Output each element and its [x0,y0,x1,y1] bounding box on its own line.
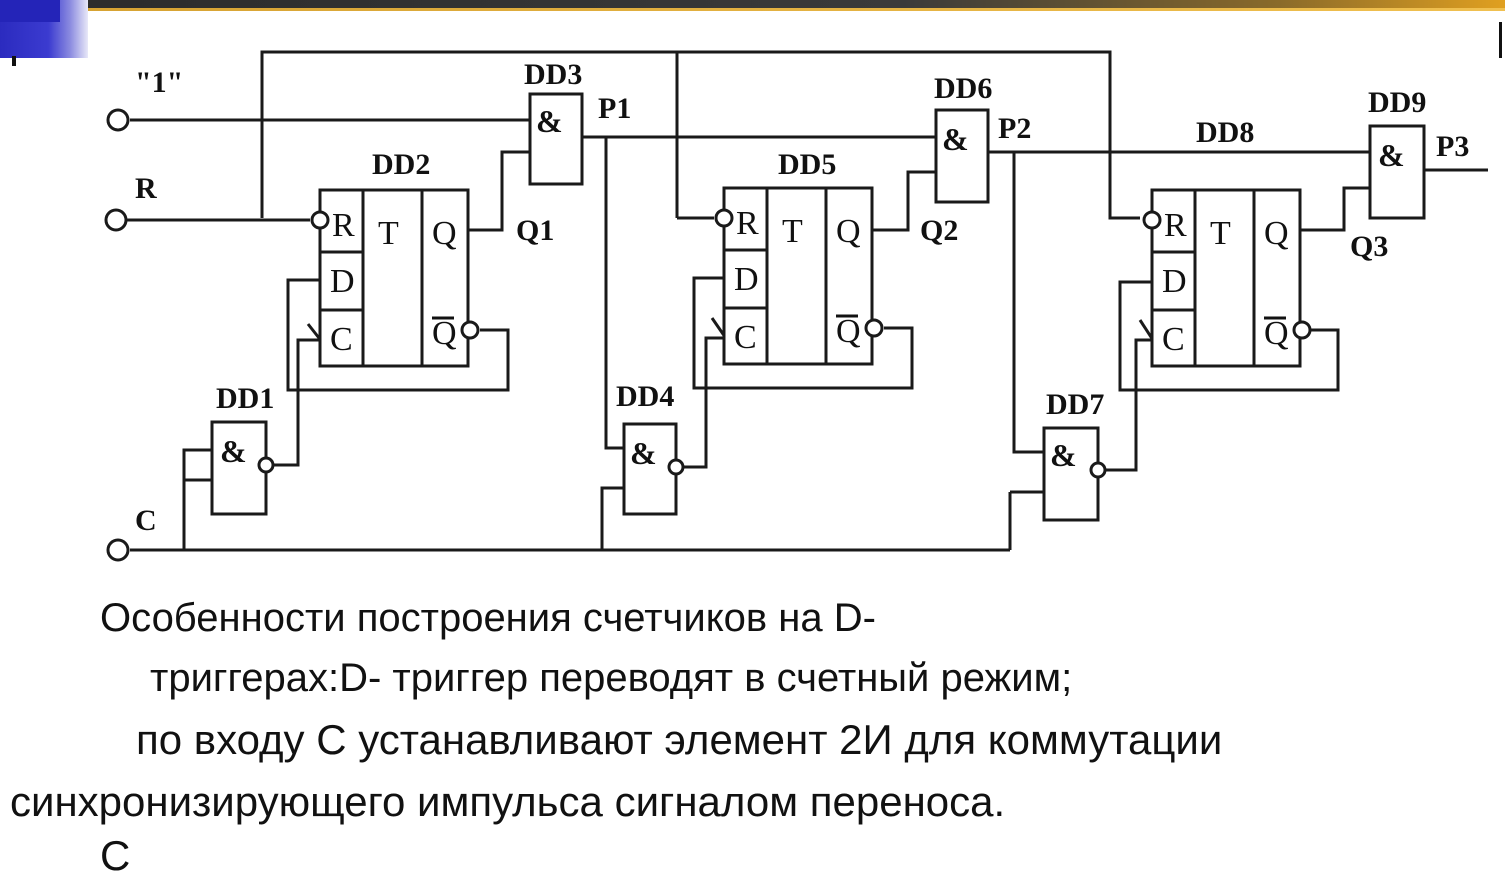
pin-qbar-dd8: Q [1264,315,1289,352]
gate-dd3 [528,92,584,186]
and-symbol-dd1: & [220,433,247,469]
and-symbol-dd4: & [630,435,657,471]
text-line-5: С [100,832,131,879]
trigger-boxes [318,186,1302,368]
pin-t-dd2: T [378,215,399,252]
label-p3: P3 [1436,130,1469,163]
gate-dd6 [934,108,990,204]
pin-c-dd5: C [734,319,757,356]
trigger-dd2 [318,188,470,368]
and-symbol-dd9: & [1378,137,1405,173]
input-terminals [104,108,130,562]
title-bar-stripe [0,0,1505,8]
pin-t-dd8: T [1210,215,1231,252]
label-q2: Q2 [920,214,958,247]
inversion-bubbles [257,208,1312,479]
counter-circuit-diagram: "1" R C DD1 DD3 DD4 DD6 DD7 DD9 DD2 DD5 … [104,50,1488,562]
label-dd6: DD6 [934,72,992,105]
pin-q-dd8: Q [1264,215,1289,252]
text-line-2: триггерах:D- триггер переводят в счетный… [150,656,1073,700]
pin-c-dd2: C [330,321,353,358]
label-dd2: DD2 [372,148,430,181]
label-dd5: DD5 [778,148,836,181]
and-symbol-dd7: & [1050,437,1077,473]
label-dd7: DD7 [1046,388,1104,421]
label-q1: Q1 [516,214,554,247]
pin-r-dd5: R [736,205,759,242]
label-input-one: "1" [135,66,183,99]
label-p2: P2 [998,112,1031,145]
text-line-4: синхронизирующего импульса сигналом пере… [10,778,1006,825]
pin-t-dd5: T [782,213,803,250]
label-input-r: R [135,172,157,205]
pin-d-dd8: D [1162,263,1187,300]
pin-r-dd8: R [1164,207,1187,244]
pin-q-dd2: Q [432,215,457,252]
label-dd4: DD4 [616,380,674,413]
pin-d-dd2: D [330,263,355,300]
label-dd8: DD8 [1196,116,1254,149]
pin-d-dd5: D [734,261,759,298]
gate-dd1 [210,420,268,516]
gate-dd7 [1042,426,1100,522]
pin-r-dd2: R [332,207,355,244]
wires [126,50,1488,552]
pin-c-dd8: C [1162,321,1185,358]
label-p1: P1 [598,92,631,125]
and-symbol-dd3: & [536,103,563,139]
bullet-mark [12,56,16,66]
label-q3: Q3 [1350,230,1388,263]
title-bar-accent [60,8,1505,11]
edge-mark [1499,22,1502,58]
label-input-c: C [135,504,157,537]
pin-qbar-dd5: Q [836,313,861,350]
label-dd1: DD1 [216,382,274,415]
terminal-r [104,208,128,232]
text-line-3: по входу С устанавливают элемент 2И для … [136,716,1223,763]
pin-qbar-dd2: Q [432,315,457,352]
label-dd3: DD3 [524,58,582,91]
trigger-dd5 [722,186,874,366]
and-symbol-dd6: & [942,121,969,157]
and-gates [210,92,1426,522]
trigger-dd8 [1150,188,1302,368]
terminal-one [106,108,130,132]
corner-decoration [0,0,88,58]
gate-dd9 [1368,124,1426,220]
diagram-labels: "1" R C DD1 DD3 DD4 DD6 DD7 DD9 DD2 DD5 … [135,58,1469,537]
terminal-c [106,538,130,562]
pin-q-dd5: Q [836,213,861,250]
label-dd9: DD9 [1368,86,1426,119]
corner-decoration-inner [0,0,60,22]
text-line-1: Особенности построения счетчиков на D- [100,596,876,640]
